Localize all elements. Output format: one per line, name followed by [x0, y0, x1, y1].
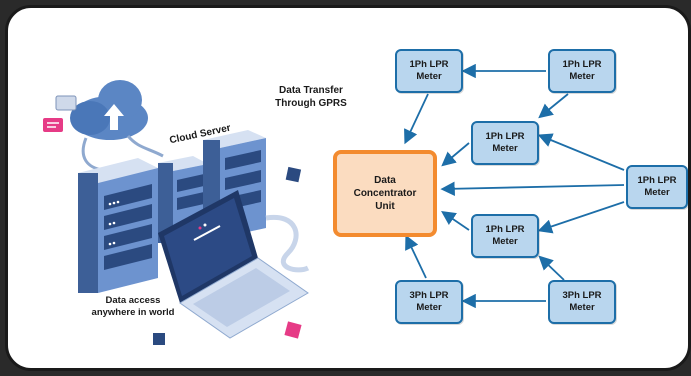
gprs-label-line2: Through GPRS: [275, 98, 347, 109]
meter-1ph-top-left: 1Ph LPR Meter: [395, 49, 463, 93]
meter-label-line1: 1Ph LPR: [485, 131, 525, 142]
meter-label-line2: Meter: [492, 236, 518, 247]
meter-label-line1: 1Ph LPR: [485, 224, 525, 235]
dcu-label-line2: Concentrator: [353, 188, 417, 199]
illustration-layer: [43, 63, 625, 345]
cloud-icon: [70, 80, 148, 140]
message-icon: [43, 95, 77, 132]
meter-label-line2: Meter: [644, 187, 670, 198]
gprs-label: Data Transfer Through GPRS: [266, 84, 356, 110]
laptop-icon: [158, 190, 309, 339]
dcu-label-line3: Unit: [375, 201, 395, 212]
meter-label-line1: 1Ph LPR: [562, 59, 602, 70]
meter-label-line2: Meter: [569, 71, 595, 82]
data-concentrator-unit: Data Concentrator Unit: [333, 150, 437, 237]
data-access-label-line2: anywhere in world: [91, 307, 175, 318]
diagram-frame: Cloud Server Data Transfer Through GPRS …: [5, 5, 691, 371]
meter-label-line2: Meter: [416, 71, 442, 82]
meter-label-line2: Meter: [416, 302, 442, 313]
meter-label-line1: 1Ph LPR: [409, 59, 449, 70]
meter-1ph-middle-upper: 1Ph LPR Meter: [471, 121, 539, 165]
data-access-label-line1: Data access: [105, 295, 161, 306]
connection-arrows: [404, 63, 625, 309]
server-rack-icon: [78, 158, 158, 293]
data-access-label: Data access anywhere in world: [78, 295, 188, 319]
meter-3ph-bottom-left: 3Ph LPR Meter: [395, 280, 463, 324]
meter-label-line2: Meter: [569, 302, 595, 313]
meter-label-line1: 3Ph LPR: [562, 290, 602, 301]
dcu-label-line1: Data: [374, 175, 396, 186]
meter-1ph-top-right: 1Ph LPR Meter: [548, 49, 616, 93]
meter-3ph-bottom-right: 3Ph LPR Meter: [548, 280, 616, 324]
meter-1ph-middle-lower: 1Ph LPR Meter: [471, 214, 539, 258]
meter-1ph-far-right: 1Ph LPR Meter: [626, 165, 688, 209]
meter-label-line1: 3Ph LPR: [409, 290, 449, 301]
meter-label-line1: 1Ph LPR: [637, 175, 677, 186]
cube-icon: [120, 166, 302, 345]
meter-label-line2: Meter: [492, 143, 518, 154]
gprs-label-line1: Data Transfer: [279, 85, 343, 96]
